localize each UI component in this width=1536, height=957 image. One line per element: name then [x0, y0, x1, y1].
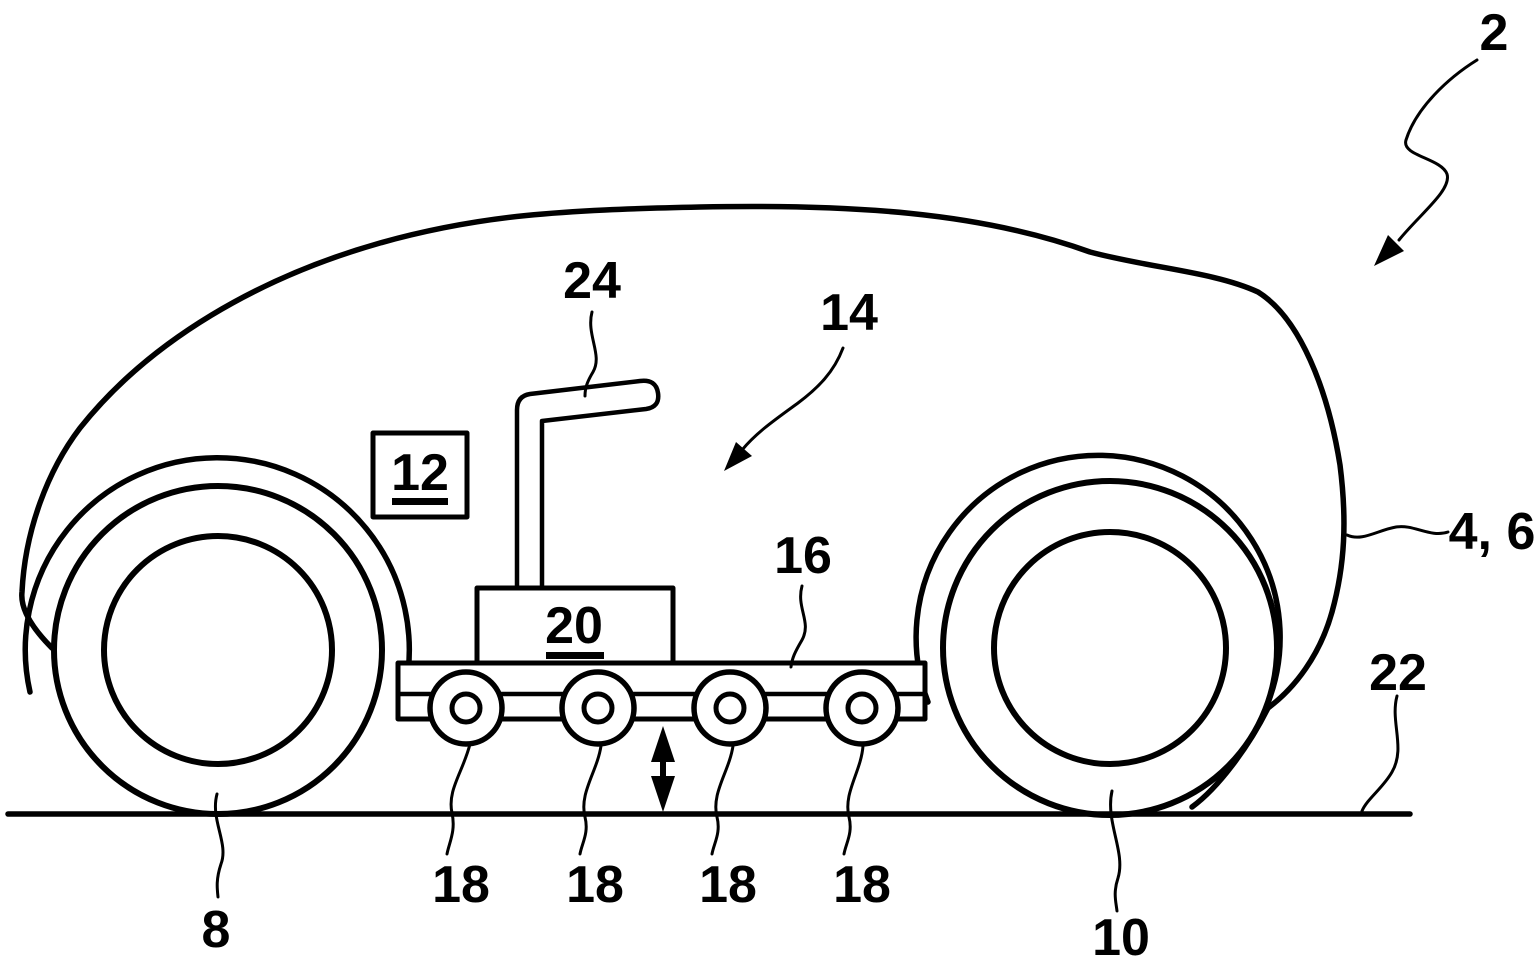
label-4-6: 4, 6	[1449, 503, 1536, 561]
roller-1-hub	[449, 691, 483, 725]
label-8: 8	[202, 901, 231, 957]
rear-wheel	[940, 478, 1280, 818]
leader-line-18-1	[445, 742, 472, 856]
rear-wheel-arch	[913, 452, 1283, 713]
label-20-underline	[546, 652, 604, 659]
vehicle-arrow	[1374, 58, 1479, 266]
roller-group	[427, 669, 901, 747]
label-20: 20	[545, 597, 603, 655]
roller-4-hub	[845, 691, 879, 725]
label-12-underline	[392, 498, 448, 505]
leader-line-10	[1109, 789, 1122, 913]
leader-line-4-6	[1345, 525, 1450, 539]
label-10: 10	[1092, 909, 1150, 957]
leader-line-18-2	[578, 744, 603, 856]
interior-arrow	[724, 346, 845, 471]
label-12: 12	[391, 444, 449, 502]
label-18-2: 18	[566, 856, 624, 914]
label-18-4: 18	[833, 856, 891, 914]
label-16: 16	[774, 527, 832, 585]
label-18-3: 18	[699, 856, 757, 914]
label-24: 24	[563, 252, 621, 310]
leader-line-18-4	[842, 744, 865, 856]
handle-pole	[514, 378, 661, 595]
roller-3-hub	[713, 691, 747, 725]
drive-box	[474, 585, 676, 666]
vertical-double-arrow	[651, 726, 675, 812]
label-22: 22	[1369, 644, 1427, 702]
leader-line-24	[583, 310, 598, 398]
rear-rim	[991, 529, 1229, 767]
leader-line-8	[214, 792, 225, 899]
label-18-1: 18	[432, 856, 490, 914]
label-2: 2	[1480, 4, 1509, 62]
front-wheel	[51, 483, 385, 817]
label-14: 14	[820, 284, 878, 342]
leader-line-18-3	[710, 744, 735, 856]
leader-line-16	[789, 584, 807, 669]
front-wheel-arch	[22, 454, 412, 695]
front-rim	[101, 533, 335, 767]
leader-line-22	[1360, 694, 1400, 813]
module-box: 12	[370, 430, 470, 520]
roller-2-hub	[581, 691, 615, 725]
